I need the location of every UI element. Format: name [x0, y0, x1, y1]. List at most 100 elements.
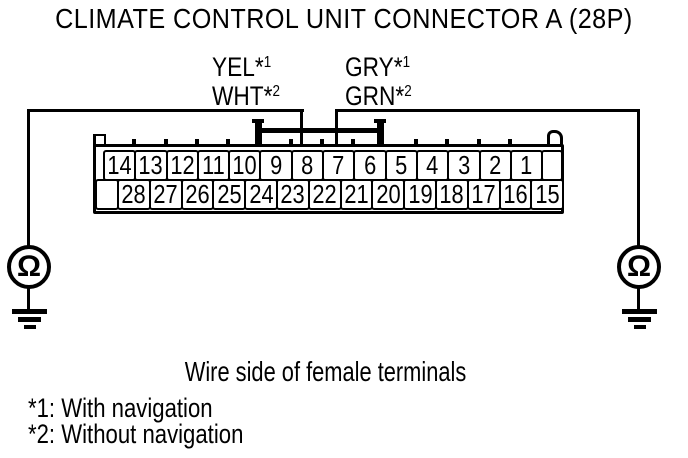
pin-number: 11 [202, 150, 225, 180]
pin-cell-6: 6 [353, 150, 387, 181]
pin-number: 5 [395, 150, 408, 180]
pin-cell-15: 15 [530, 179, 565, 210]
pin-cell-13: 13 [134, 150, 168, 181]
shell-tick [445, 139, 450, 144]
shell-tick [507, 139, 512, 144]
pin-number: 12 [170, 150, 195, 180]
ohmmeter-right: Ω [617, 245, 661, 289]
pin-cell-25: 25 [212, 179, 247, 210]
tab-post-cap-right [374, 119, 386, 123]
pin-number: 14 [107, 150, 132, 180]
pin-number: 4 [426, 150, 439, 180]
footnote-2: *2: Without navigation [28, 419, 244, 449]
shell-tick [194, 139, 199, 144]
pin-cell-10: 10 [228, 150, 262, 181]
footnotes: *1: With navigation *2: Without navigati… [28, 393, 291, 449]
pin-cell-27: 27 [148, 179, 183, 210]
pin-number: 15 [535, 179, 560, 209]
ground-icon-right [628, 317, 651, 322]
ohm-symbol-right: Ω [626, 250, 652, 283]
wire-color-line: YEL*1 [212, 52, 272, 82]
tab-post-cap-left [252, 119, 264, 123]
ground-icon-left [12, 309, 47, 314]
pin-cell-blank [95, 179, 119, 210]
meter-right-ground-lead [637, 287, 640, 310]
pin-cell-11: 11 [196, 150, 231, 181]
pin-cell-24: 24 [244, 179, 278, 210]
pin-number: 1 [520, 150, 533, 180]
tab-post-right [377, 121, 384, 147]
shell-tick [132, 139, 137, 144]
pin-cell-22: 22 [307, 179, 342, 210]
shell-tick [476, 139, 481, 144]
wire-left-vertical [27, 109, 30, 246]
ground-icon-right [634, 325, 646, 329]
pin-cell-8: 8 [290, 150, 325, 181]
ground-icon-right [622, 309, 657, 314]
diagram-title: CLIMATE CONTROL UNIT CONNECTOR A (28P) [55, 3, 633, 34]
shell-right-hook [547, 130, 563, 145]
pin-cell-9: 9 [259, 150, 293, 181]
pin-number: 27 [153, 179, 178, 209]
pin-cell-1: 1 [509, 150, 544, 181]
pin-cell-23: 23 [275, 179, 310, 210]
pin-number: 3 [457, 150, 470, 180]
ohm-symbol-left: Ω [16, 250, 42, 283]
footnote-ref-superscript: 2 [404, 83, 412, 100]
shell-tick [288, 139, 293, 144]
pin-number: 20 [376, 179, 401, 209]
pin-number: 6 [363, 150, 377, 180]
wire-left-horizontal [27, 109, 304, 112]
footnote-ref-superscript: 1 [263, 54, 272, 71]
pin-cell-blank [541, 150, 564, 181]
footnote-ref-superscript: 1 [402, 54, 411, 71]
pin-number: 7 [332, 150, 345, 180]
pin-number: 10 [232, 150, 257, 180]
pin-number: 17 [471, 179, 496, 209]
pin-cell-28: 28 [117, 179, 151, 210]
pin-number: 8 [301, 150, 314, 180]
shell-tick [414, 139, 418, 144]
pin-number: 26 [185, 179, 210, 209]
wire-right-vertical [637, 109, 640, 246]
wire-right-horizontal [335, 109, 640, 112]
pin-cell-4: 4 [415, 150, 450, 181]
pin-number: 22 [312, 179, 337, 209]
pin-cell-19: 19 [403, 179, 437, 210]
diagram-caption: Wire side of female terminals [185, 356, 467, 387]
pin-number: 21 [344, 179, 369, 209]
meter-left-ground-lead [27, 287, 30, 310]
pin-cell-26: 26 [180, 179, 215, 210]
pin-number: 19 [407, 179, 433, 209]
pin-cell-3: 3 [447, 150, 481, 181]
wire-color-line: WHT*2 [212, 81, 280, 111]
tab-post-left [255, 121, 262, 147]
pin-number: 24 [248, 179, 274, 209]
pin-cell-17: 17 [466, 179, 501, 210]
ground-icon-left [24, 325, 36, 329]
pin-number: 28 [121, 179, 147, 209]
pin-cell-5: 5 [384, 150, 418, 181]
wire-color-line: GRY*1 [345, 52, 411, 82]
pin-cell-21: 21 [339, 179, 374, 210]
pin-cell-7: 7 [322, 150, 356, 181]
pin-cell-18: 18 [434, 179, 469, 210]
footnote-1: *1: With navigation [28, 393, 213, 423]
pin-cell-12: 12 [165, 150, 199, 181]
pin-number: 25 [217, 179, 242, 209]
ground-icon-left [18, 317, 41, 322]
pin-number: 2 [489, 150, 502, 180]
shell-tick [226, 139, 231, 144]
shell-left-notch [93, 134, 106, 146]
pin-number: 16 [503, 179, 528, 209]
pin-number: 18 [439, 179, 465, 209]
pin-number: 9 [270, 150, 283, 180]
pin-cell-20: 20 [371, 179, 406, 210]
footnote-ref-superscript: 2 [272, 83, 280, 100]
pin-number: 13 [138, 150, 164, 180]
